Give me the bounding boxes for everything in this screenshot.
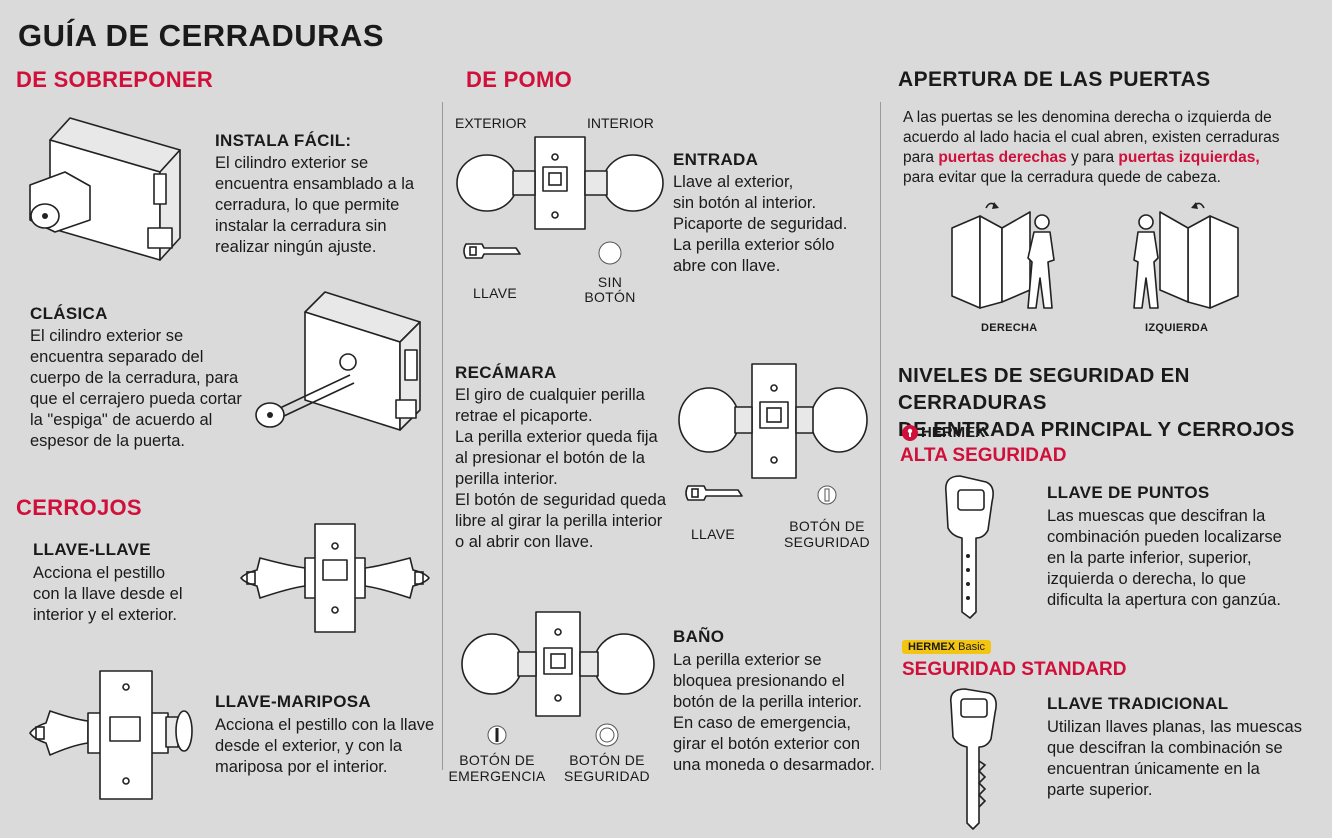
classic-lock-illustration xyxy=(255,291,421,431)
keyhole-icon xyxy=(902,424,918,441)
emergency-button-icon xyxy=(487,725,507,745)
page-title: GUÍA DE CERRADURAS xyxy=(18,18,385,53)
no-button-icon xyxy=(598,241,622,265)
label-izquierda: IZQUIERDA xyxy=(1145,322,1209,334)
entrada-title: ENTRADA xyxy=(673,150,759,169)
section-cerrojos-heading: CERROJOS xyxy=(16,495,142,520)
knob-bano-illustration xyxy=(461,611,655,717)
llave-tradicional-title: LLAVE TRADICIONAL xyxy=(1047,694,1229,713)
security-button-icon-bano xyxy=(595,723,619,747)
bano-title: BAÑO xyxy=(673,627,725,646)
clasica-title: CLÁSICA xyxy=(30,304,108,323)
rim-lock-illustration xyxy=(29,117,181,261)
key-icon-recamara xyxy=(685,485,743,501)
door-right-illustration xyxy=(951,202,1055,309)
apertura-heading: APERTURA DE LAS PUERTAS xyxy=(898,68,1211,91)
section-sobreponer-heading: DE SOBREPONER xyxy=(16,67,214,92)
label-derecha: DERECHA xyxy=(981,322,1038,334)
divider-left xyxy=(442,102,443,770)
caption-llave-recamara: LLAVE xyxy=(690,526,736,542)
deadbolt-mariposa-illustration xyxy=(29,670,193,800)
knob-entrada-illustration xyxy=(456,136,664,230)
niveles-heading: NIVELES DE SEGURIDAD EN CERRADURAS DE EN… xyxy=(898,364,1295,441)
knob-recamara-illustration xyxy=(678,363,868,479)
alta-seguridad-label: ALTA SEGURIDAD xyxy=(900,445,1067,466)
caption-llave-entrada: LLAVE xyxy=(472,285,518,301)
divider-right xyxy=(880,102,881,770)
dimple-key-illustration xyxy=(944,475,994,619)
label-exterior: EXTERIOR xyxy=(455,115,527,131)
key-icon xyxy=(463,243,521,259)
deadbolt-key-key-illustration xyxy=(240,523,430,633)
hermex-logo: HERMEX xyxy=(902,424,985,441)
door-left-illustration xyxy=(1133,202,1239,309)
llave-mariposa-title: LLAVE-MARIPOSA xyxy=(215,692,371,711)
llave-llave-title: LLAVE-LLAVE xyxy=(33,540,151,559)
seguridad-standard-label: SEGURIDAD STANDARD xyxy=(902,659,1127,680)
section-pomo-heading: DE POMO xyxy=(466,67,572,92)
apertura-text: A las puertas se les denomina derecha o … xyxy=(903,109,1280,186)
security-button-icon xyxy=(817,485,837,505)
instala-title: INSTALA FÁCIL: xyxy=(215,131,352,150)
entrada-text: Llave al exterior,sin botón al interior.… xyxy=(673,173,848,275)
traditional-key-illustration xyxy=(949,688,997,830)
recamara-title: RECÁMARA xyxy=(455,363,557,382)
hermex-basic-logo: HERMEX Basic xyxy=(902,640,992,654)
llave-puntos-title: LLAVE DE PUNTOS xyxy=(1047,483,1210,502)
label-interior: INTERIOR xyxy=(587,115,654,131)
